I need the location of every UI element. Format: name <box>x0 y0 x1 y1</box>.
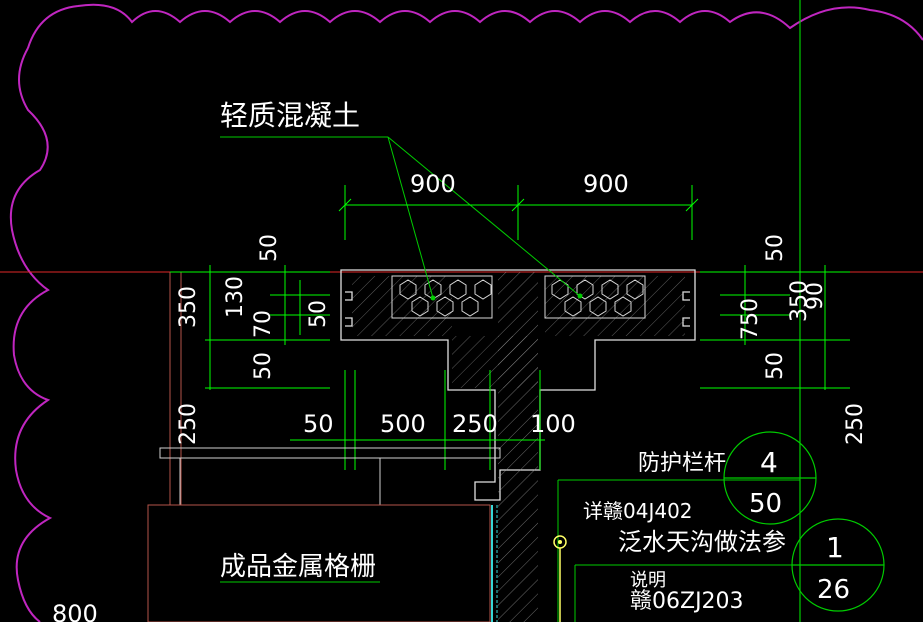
dim-bottom-250: 250 <box>452 410 498 438</box>
drain-ref-overlap: 说明 <box>630 570 666 591</box>
dim-left-50-bottom: 50 <box>251 352 276 380</box>
dim-top-right: 900 <box>583 170 629 198</box>
railing-ref: 详赣04J402 <box>583 499 693 523</box>
dim-bottom-100: 100 <box>530 410 576 438</box>
dim-left-50-top: 50 <box>257 234 282 262</box>
dim-left-50-mid: 50 <box>306 300 331 328</box>
grille-outline <box>147 504 491 622</box>
detail-ref-1 <box>723 431 817 525</box>
dim-left-350: 350 <box>176 286 201 328</box>
dim-right-250: 250 <box>843 403 868 445</box>
dim-right-750: 750 <box>738 298 763 340</box>
dim-right-50-bottom: 50 <box>763 352 788 380</box>
dim-right-350: 350 <box>787 280 812 322</box>
top-dimension-lines <box>338 185 699 240</box>
dim-right-90: 90 <box>803 282 828 310</box>
revision-cloud <box>9 3 923 622</box>
drain-label: 泛水天沟做法参 <box>618 528 786 556</box>
right-dimension-lines <box>700 265 850 390</box>
detail-2-number: 1 <box>826 531 844 564</box>
leader-dot-1 <box>430 295 436 301</box>
railing <box>159 447 501 505</box>
dim-top-left: 900 <box>410 170 456 198</box>
drain-ring-dot <box>558 540 562 544</box>
detail-ref-2 <box>791 518 885 612</box>
leader-dot-2 <box>577 293 583 299</box>
railing-label: 防护栏杆 <box>638 451 726 476</box>
dim-left-250: 250 <box>176 403 201 445</box>
detail-2-sheet: 26 <box>817 575 850 605</box>
bottom-dimension-lines <box>290 370 545 470</box>
dim-left-70: 70 <box>251 310 276 338</box>
detail-1-number: 4 <box>760 446 778 479</box>
drain-ref: 赣06ZJ203 <box>630 589 744 614</box>
dim-bottom-left-800: 800 <box>52 600 98 622</box>
wall-hatch <box>498 272 538 622</box>
dim-bottom-50: 50 <box>303 410 334 438</box>
material-leaders <box>220 136 581 299</box>
left-dimension-lines <box>170 265 330 390</box>
dim-left-130: 130 <box>223 276 248 318</box>
detail-1-sheet: 50 <box>749 489 782 519</box>
dim-bottom-500: 500 <box>380 410 426 438</box>
concrete-hatch-left <box>352 276 452 336</box>
grille-label: 成品金属格栅 <box>220 552 376 582</box>
lightweight-concrete-fill <box>391 275 646 319</box>
material-label: 轻质混凝土 <box>220 99 360 132</box>
dim-right-50-top: 50 <box>763 234 788 262</box>
